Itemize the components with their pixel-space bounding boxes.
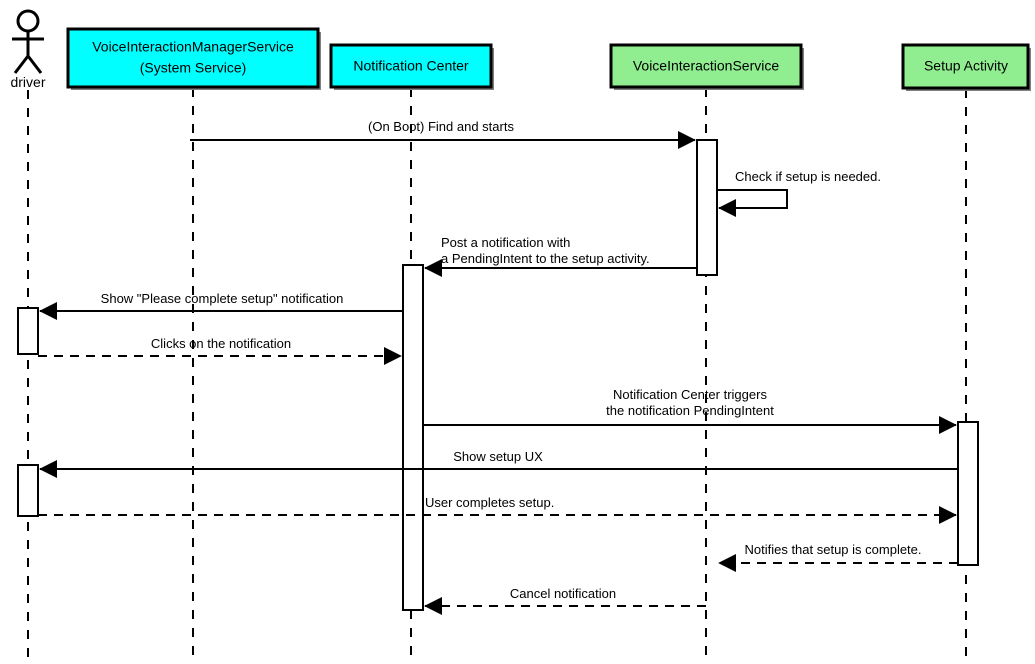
participant-label-line1: VoiceInteractionManagerService	[92, 39, 294, 55]
message-show-setup-ux[interactable]: Show setup UX	[39, 449, 958, 478]
message-cancel-notification[interactable]: Cancel notification	[424, 586, 706, 615]
activation-bar-driver-1	[17, 307, 39, 355]
message-notifies-that-setup-is-complete[interactable]: Notifies that setup is complete.	[718, 542, 958, 572]
message-label: Cancel notification	[510, 586, 616, 601]
message-check-if-setup-is-needed[interactable]: Check if setup is needed.	[717, 169, 881, 217]
message-label: Clicks on the notification	[151, 336, 291, 351]
actor-label-driver: driver	[10, 74, 45, 90]
message-label: Notifies that setup is complete.	[744, 542, 921, 557]
actor-head-icon	[16, 9, 40, 33]
message-label: (On Boot) Find and starts	[368, 119, 514, 134]
message-post-a-notification[interactable]: Post a notification with a PendingIntent…	[424, 235, 697, 277]
message-user-completes-setup[interactable]: User completes setup.	[38, 495, 957, 524]
actor-leg-left-icon	[13, 55, 30, 74]
message-clicks-on-the-notification[interactable]: Clicks on the notification	[38, 336, 402, 365]
message-label: Show setup UX	[453, 449, 543, 464]
participant-box	[609, 43, 803, 89]
message-label-line1: Notification Center triggers	[613, 387, 767, 402]
message-notification-center-triggers-pendingintent[interactable]: Notification Center triggers the notific…	[423, 387, 957, 434]
message-label: User completes setup.	[425, 495, 554, 510]
activation-bar-voiceinteractionservice	[696, 139, 718, 276]
message-on-boot-find-and-starts[interactable]: (On Boot) Find and starts	[190, 119, 696, 149]
participant-label-line2: (System Service)	[140, 60, 247, 76]
activation-bar-driver-2	[17, 464, 39, 517]
message-label-line2: a PendingIntent to the setup activity.	[441, 251, 650, 266]
message-label: Check if setup is needed.	[735, 169, 881, 184]
message-label: Show "Please complete setup" notificatio…	[101, 291, 344, 306]
participant-setup-activity[interactable]: Setup Activity	[901, 43, 1031, 91]
message-label-line2: the notification PendingIntent	[606, 403, 774, 418]
participant-label-line1: Notification Center	[353, 58, 469, 74]
actor-leg-right-icon	[26, 55, 43, 74]
activation-bars-group	[17, 139, 979, 611]
participant-box	[66, 27, 320, 89]
actor-driver[interactable]: driver	[10, 9, 46, 90]
participant-voiceinteractionservice[interactable]: VoiceInteractionService	[609, 43, 804, 90]
participant-notification-center[interactable]: Notification Center	[329, 43, 494, 90]
activation-bar-setup-activity	[957, 421, 979, 566]
activation-bar-notification-center	[402, 264, 424, 611]
participant-voiceinteractionmanagerservice[interactable]: VoiceInteractionManagerService (System S…	[66, 27, 321, 90]
participant-box	[901, 43, 1030, 90]
participant-box	[329, 43, 493, 89]
message-show-please-complete-setup-notification[interactable]: Show "Please complete setup" notificatio…	[39, 291, 403, 320]
participant-label-line1: VoiceInteractionService	[633, 58, 780, 74]
participant-label-line1: Setup Activity	[924, 58, 1008, 74]
message-self-call-path	[717, 189, 788, 217]
message-label-line1: Post a notification with	[441, 235, 570, 250]
